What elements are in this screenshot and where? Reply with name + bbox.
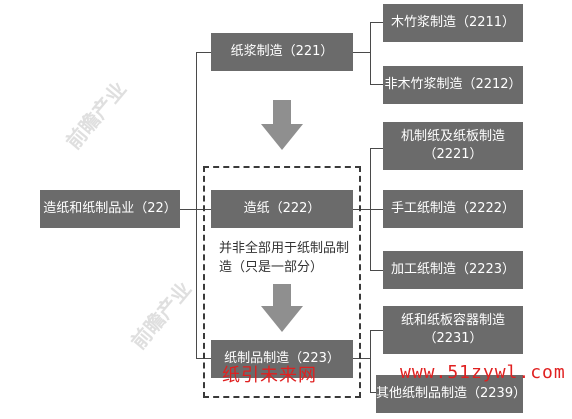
mid-box-paper: 造纸（222） bbox=[211, 190, 353, 228]
note-text: 并非全部用于纸制品制造（只是一部分） bbox=[219, 241, 350, 275]
leaf-box: 木竹浆制造（2211） bbox=[383, 4, 523, 42]
watermark-left: 纸引未来网 bbox=[222, 365, 317, 386]
group1-connector bbox=[353, 52, 370, 53]
root-trunk-line bbox=[196, 52, 197, 358]
leaf-box: 手工纸制造（2222） bbox=[383, 190, 523, 228]
root-box: 造纸和纸制品业（22） bbox=[40, 190, 180, 228]
leaf-label: 机制纸及纸板制造（2221） bbox=[400, 129, 505, 162]
mid-label: 纸制品制造（223） bbox=[224, 351, 340, 366]
root-connector bbox=[180, 209, 211, 210]
leaf-box: 非木竹浆制造（2212） bbox=[383, 66, 523, 104]
leaf-label: 非木竹浆制造（2212） bbox=[384, 77, 522, 92]
mid-box-paper-products: 纸制品制造（223） bbox=[211, 340, 353, 378]
group3-trunk-line bbox=[370, 330, 371, 392]
leaf-connector-2 bbox=[370, 84, 383, 85]
leaf-connector-1 bbox=[370, 22, 383, 23]
watermark-right: www.51zywl.com bbox=[400, 362, 566, 383]
leaf-label: 纸和纸板容器制造（2231） bbox=[400, 313, 505, 346]
down-arrow-icon bbox=[261, 100, 303, 150]
down-arrow-icon bbox=[261, 284, 303, 332]
leaf-label: 其他纸制品制造（2239） bbox=[376, 386, 527, 401]
group1-trunk-line bbox=[370, 22, 371, 84]
leaf-box: 加工纸制造（2223） bbox=[383, 251, 523, 289]
background-logo: 前瞻产业 bbox=[126, 277, 197, 354]
leaf-label: 木竹浆制造（2211） bbox=[390, 15, 516, 30]
group3-connector bbox=[353, 358, 370, 359]
leaf-connector-5 bbox=[370, 270, 383, 271]
leaf-connector-3 bbox=[370, 148, 383, 149]
leaf-label: 手工纸制造（2222） bbox=[390, 201, 516, 216]
leaf-connector-6 bbox=[370, 330, 383, 331]
dashed-region bbox=[203, 166, 361, 398]
mid-box-pulp: 纸浆制造（221） bbox=[211, 33, 353, 71]
leaf-box: 机制纸及纸板制造（2221） bbox=[383, 122, 523, 170]
background-logo: 前瞻产业 bbox=[61, 77, 132, 154]
group2-connector bbox=[353, 209, 383, 210]
leaf-box: 纸和纸板容器制造（2231） bbox=[383, 306, 523, 354]
root-label: 造纸和纸制品业（22） bbox=[43, 201, 177, 216]
leaf-box: 其他纸制品制造（2239） bbox=[376, 375, 527, 413]
mid-connector-1 bbox=[196, 52, 211, 53]
leaf-label: 加工纸制造（2223） bbox=[390, 262, 516, 277]
mid-label: 纸浆制造（221） bbox=[230, 44, 334, 59]
mid-label: 造纸（222） bbox=[243, 201, 321, 216]
